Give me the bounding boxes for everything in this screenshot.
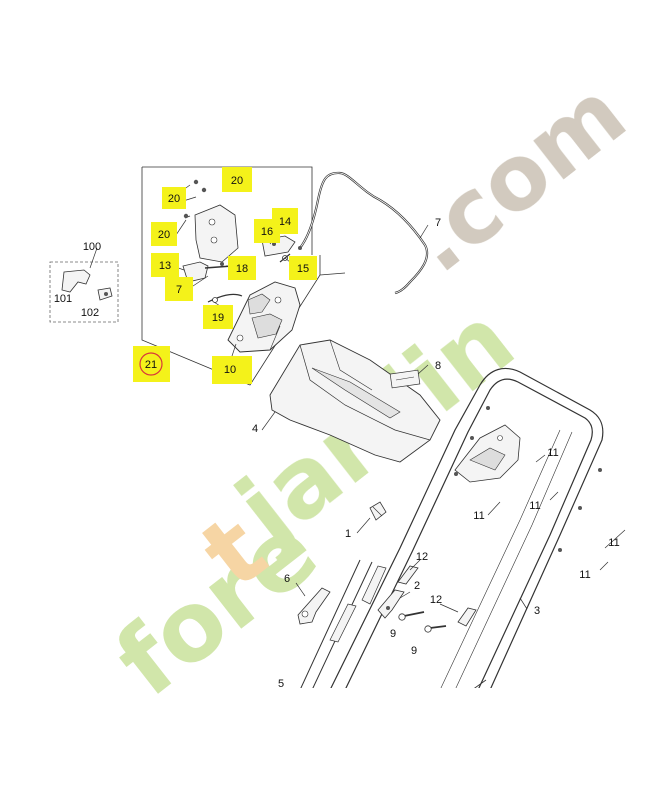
callout-1: 1 — [345, 528, 351, 540]
callout-101: 101 — [54, 293, 72, 305]
callout-7b-bg — [165, 277, 193, 301]
callout-11a: 11 — [547, 447, 558, 459]
callout-21: 21 — [145, 359, 157, 371]
callout-14: 14 — [279, 216, 291, 228]
assembly-100-box — [49, 261, 119, 323]
callout-7: 7 — [435, 217, 441, 229]
callout-100: 100 — [83, 241, 101, 253]
callout-20c-bg — [151, 222, 177, 246]
callout-20a-bg — [222, 167, 252, 192]
callout-11b: 11 — [473, 510, 484, 522]
callout-6: 6 — [284, 573, 290, 585]
callout-13-bg — [151, 253, 179, 277]
part-1-knob — [369, 501, 387, 521]
callout-18: 18 — [236, 263, 248, 275]
callout-20c: 20 — [158, 229, 170, 241]
callout-11c: 11 — [529, 500, 540, 512]
callout-18-bg — [228, 256, 256, 280]
part-10-housing — [227, 281, 301, 353]
callout-102: 102 — [81, 307, 99, 319]
part-100-kit — [61, 269, 113, 301]
callout-11d: 11 — [608, 537, 619, 549]
callout-7b: 7 — [176, 284, 182, 296]
callout-2: 2 — [414, 580, 420, 592]
callout-20b: 20 — [168, 193, 180, 205]
callout-9a: 9 — [390, 628, 396, 640]
callout-21-bg — [133, 346, 170, 382]
plain-callouts: 100 101 102 7 8 4 11 1 11 11 11 11 12 6 … — [54, 217, 620, 690]
part-3-handle — [329, 367, 604, 691]
callout-5: 5 — [278, 678, 284, 690]
callout-3: 3 — [534, 605, 540, 617]
callout-15: 15 — [297, 263, 309, 275]
part-2-clip — [377, 589, 405, 619]
part-8-label — [389, 369, 421, 389]
callout-16-bg — [254, 219, 280, 243]
callout-15-bg — [289, 256, 317, 280]
callout-13: 13 — [159, 260, 171, 272]
callout-19-bg — [203, 305, 233, 329]
part-4-guard — [269, 339, 441, 463]
part-6-lever — [297, 587, 331, 625]
part-9-bolts — [398, 611, 447, 633]
callout-10: 10 — [224, 364, 236, 376]
callout-16: 16 — [261, 226, 273, 238]
callout-19: 19 — [212, 312, 224, 324]
callout-21-circle — [139, 352, 163, 376]
callout-12a: 12 — [416, 551, 428, 563]
callout-20a: 20 — [231, 175, 243, 187]
callout-8: 8 — [435, 360, 441, 372]
callout-10-bg — [212, 356, 252, 384]
callout-4: 4 — [252, 423, 258, 435]
callout-11e: 11 — [579, 569, 590, 581]
callout-12b: 12 — [430, 594, 442, 606]
upper-bracket — [179, 179, 239, 263]
callout-20b-bg — [162, 187, 186, 209]
callout-9b: 9 — [411, 645, 417, 657]
part-12-clip — [397, 565, 477, 627]
highlighted-callouts: 20 20 20 14 16 13 18 15 7 19 21 10 — [133, 167, 317, 384]
